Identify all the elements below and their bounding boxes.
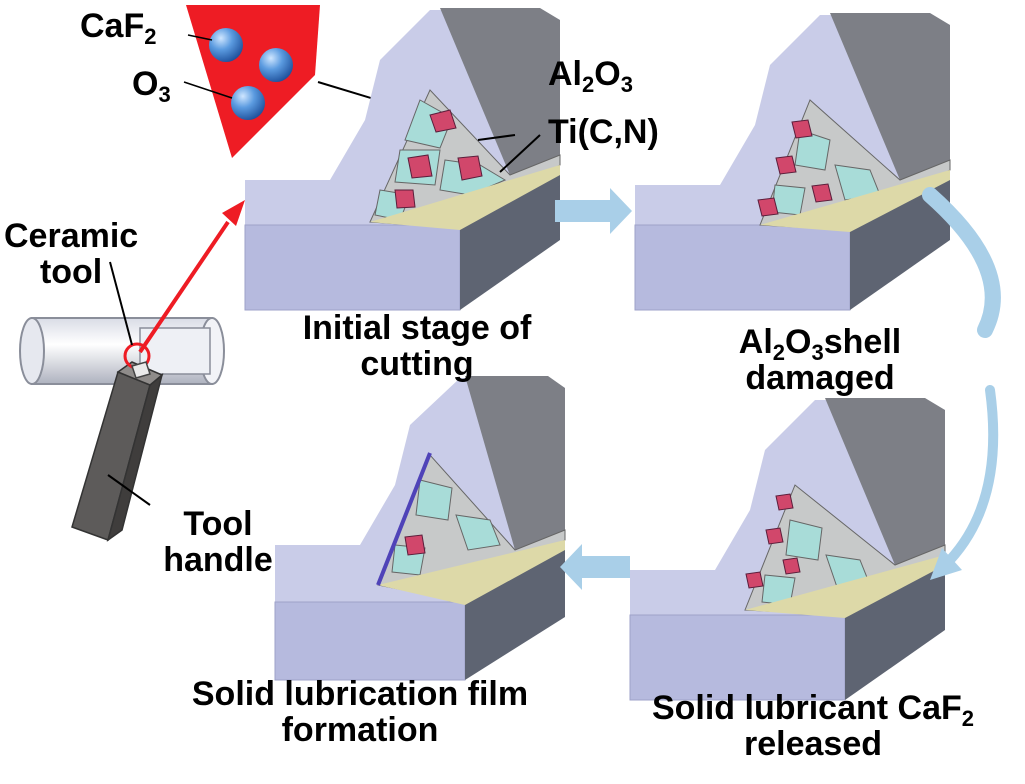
zoom-arrow: [138, 200, 245, 354]
tool-handle-shape: [71, 361, 164, 542]
flow-arrow-curved: [922, 187, 1001, 580]
block-film-formation: [274, 376, 566, 681]
lubrication-film-line: [376, 452, 432, 586]
tool-handle-pointer: [107, 474, 151, 506]
caf2-label: CaF2: [80, 7, 157, 49]
al2o3-label: Al2O3: [548, 55, 633, 97]
flow-arrow-right: [555, 188, 632, 234]
initial-stage-label: Initial stage of cutting: [302, 309, 532, 383]
film-formation-label: Solid lubrication film formation: [191, 675, 529, 749]
block-initial-stage: [244, 8, 561, 311]
ceramic-tool-label: Ceramic tool: [4, 217, 139, 291]
particle-sphere-2: [259, 48, 293, 82]
particle-triangle: [183, 5, 320, 158]
ticn-label: Ti(C,N): [548, 113, 659, 151]
block-lubricant-released: [629, 398, 946, 701]
block-shell-damaged: [634, 13, 951, 311]
o3-label: O3: [132, 65, 171, 107]
ceramic-insert: [131, 361, 151, 379]
particle-sphere-1: [209, 28, 243, 62]
shell-damaged-label: Al2O3shell damaged: [738, 323, 902, 397]
ceramic-tool-pointer: [109, 261, 133, 346]
lubricant-released-label: Solid lubricant CaF2 released: [651, 689, 975, 763]
particle-sphere-3: [231, 86, 265, 120]
tool-handle-label: Tool handle: [163, 505, 273, 579]
flow-arrow-left: [560, 544, 630, 590]
workpiece-cylinder: [19, 317, 225, 385]
